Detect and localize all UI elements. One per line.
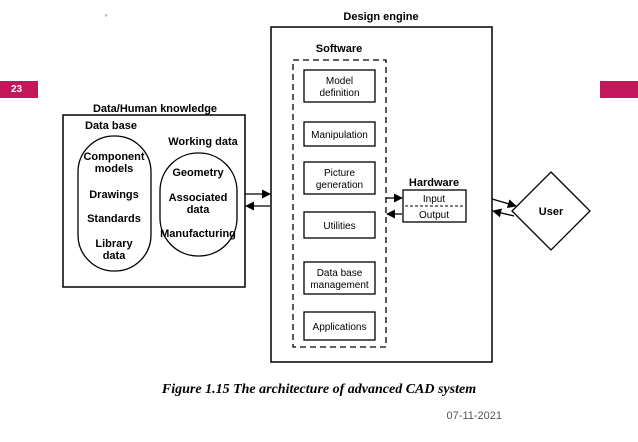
software-module-label: Applications <box>313 322 367 333</box>
user-diamond <box>511 171 591 251</box>
database-item: Standards <box>87 213 141 225</box>
software-title: Software <box>316 43 362 55</box>
hardware-box <box>402 189 467 223</box>
database-shape <box>77 135 152 272</box>
slide-number: 23 <box>0 81 38 98</box>
working-data-item: Manufacturing <box>160 228 236 240</box>
software-module-label: Manipulation <box>311 130 368 141</box>
hardware-title: Hardware <box>409 177 459 189</box>
software-module-box <box>303 121 376 147</box>
software-module-box <box>303 261 376 295</box>
knowledge-box <box>62 114 246 288</box>
design-engine-box <box>270 26 493 363</box>
working-data-item: Geometry <box>172 167 224 179</box>
slide-accent-bar <box>600 81 638 98</box>
hardware-output: Output <box>419 210 449 221</box>
database-item: Drawings <box>89 189 139 201</box>
working-data-title: Working data <box>168 136 238 148</box>
software-module-box <box>303 211 376 239</box>
working-data-shape <box>159 152 238 257</box>
software-module-box <box>303 161 376 195</box>
figure-caption: Figure 1.15 The architecture of advanced… <box>161 382 477 397</box>
slide-date: 07-11-2021 <box>446 410 502 422</box>
software-box <box>292 59 387 348</box>
knowledge-title: Data/Human knowledge <box>93 103 217 115</box>
software-module-box <box>303 69 376 103</box>
software-module-box <box>303 311 376 341</box>
arrow-user-to-hardware <box>492 208 515 218</box>
user-label: User <box>539 206 564 218</box>
database-title: Data base <box>85 120 137 132</box>
hardware-input: Input <box>423 194 445 205</box>
design-engine-title: Design engine <box>343 11 418 23</box>
software-module-label: Utilities <box>323 221 355 232</box>
stray-mark: ’ <box>105 13 107 23</box>
arrow-hardware-to-user <box>491 198 517 209</box>
